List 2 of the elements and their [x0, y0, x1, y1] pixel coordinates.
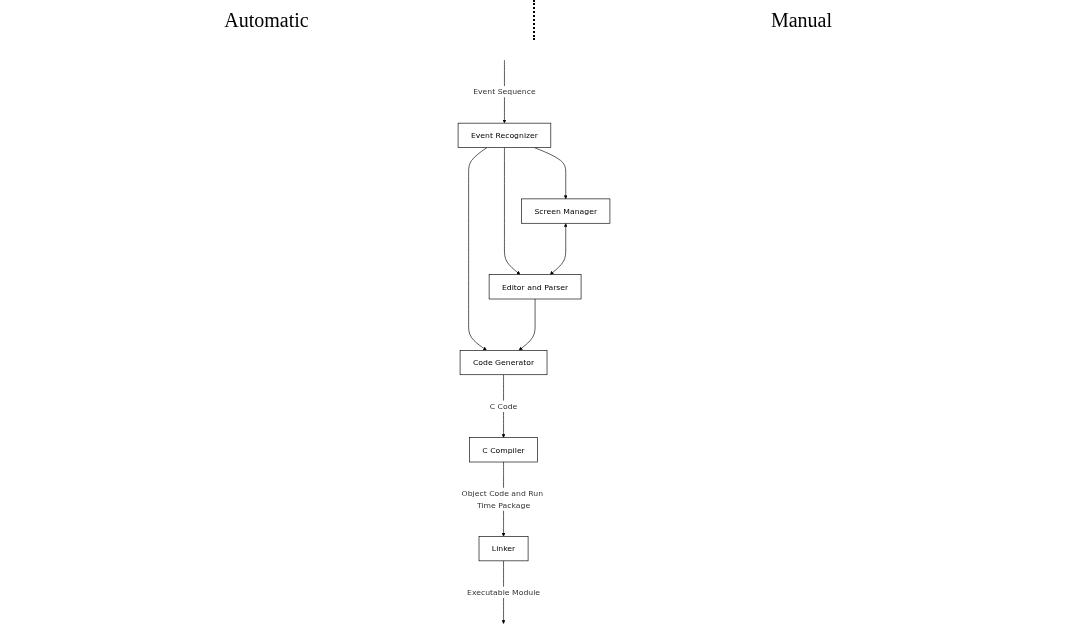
section-label: Automatic — [224, 8, 309, 32]
section-label: Manual — [770, 8, 833, 32]
